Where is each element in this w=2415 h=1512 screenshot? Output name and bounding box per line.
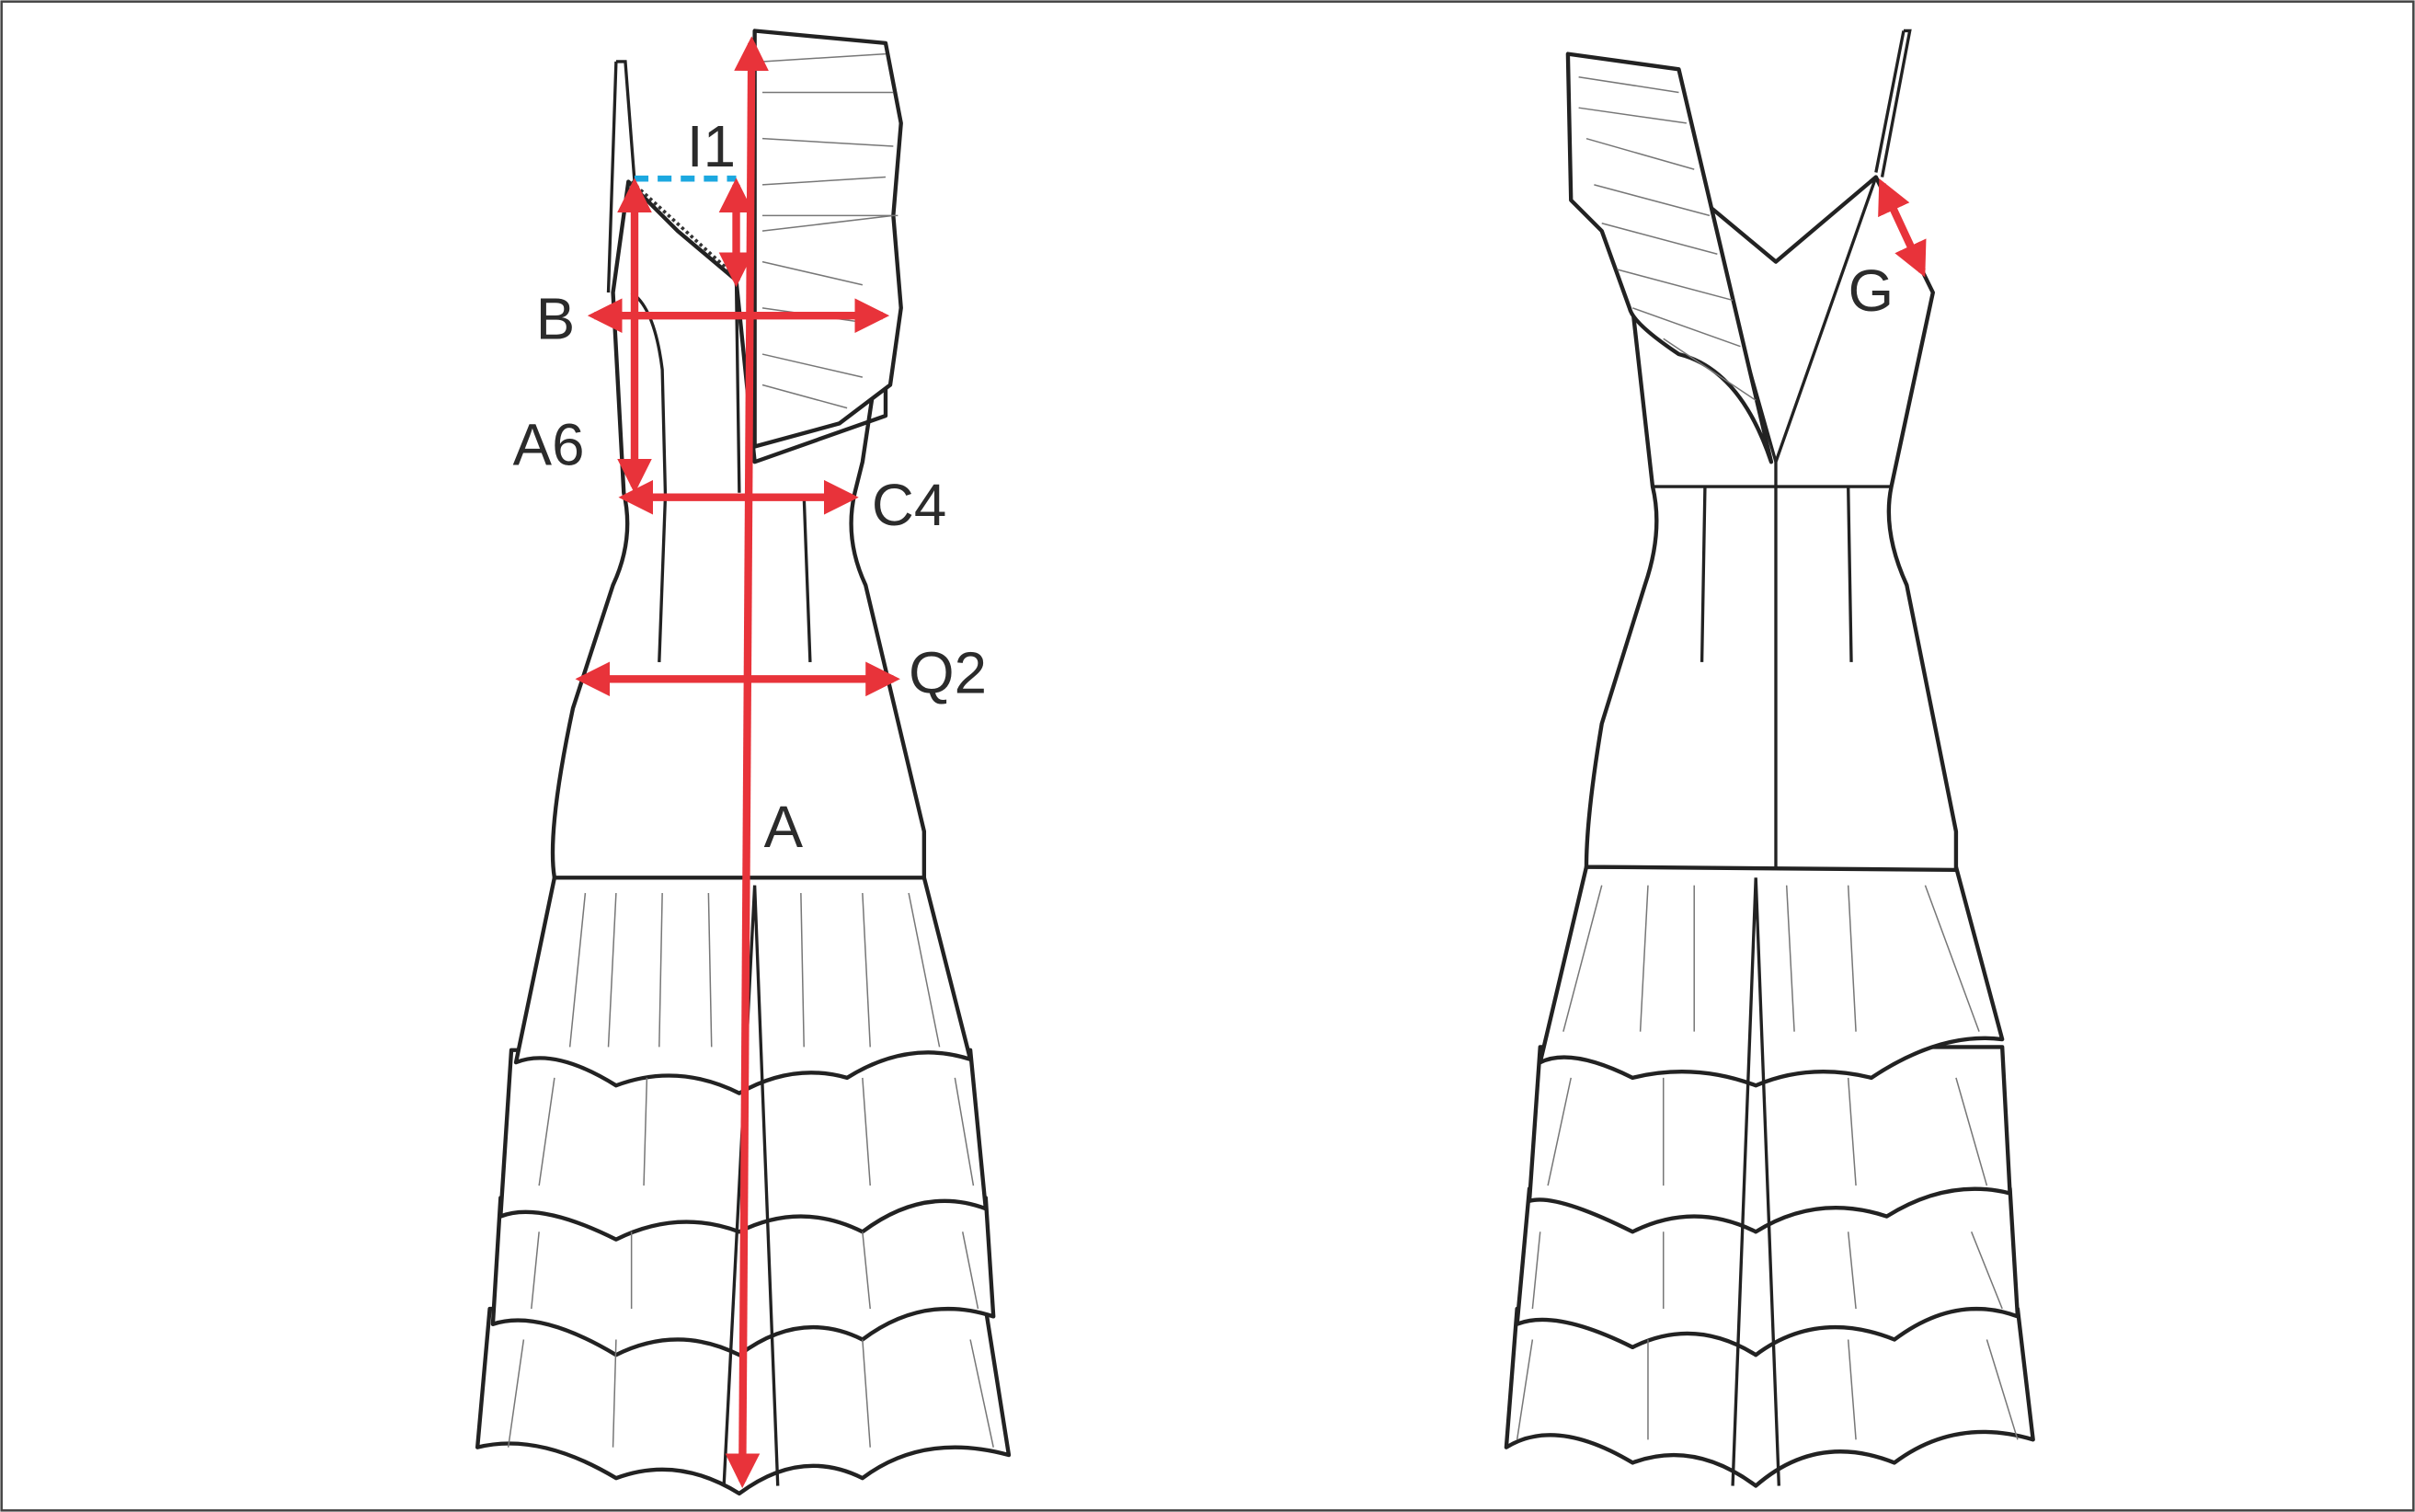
label-I1: I1 [687,114,736,179]
label-A6: A6 [513,413,585,478]
back-measurements: G [1848,178,1927,324]
label-B: B [536,286,575,351]
label-C4: C4 [872,473,946,538]
measure-arrow-G [1878,178,1927,278]
front-shoulder-ruffle [752,29,903,449]
back-strap [1874,29,1912,178]
back-skirt-tiers [1504,865,2035,1488]
front-strap [606,60,636,293]
front-measurements: I1 B A6 C4 Q2 A [513,36,987,1489]
back-view-dress [1504,29,2035,1488]
label-Q2: Q2 [909,640,987,705]
label-A: A [764,795,804,860]
back-shoulder-ruffle [1565,52,1774,464]
label-G: G [1848,258,1894,324]
